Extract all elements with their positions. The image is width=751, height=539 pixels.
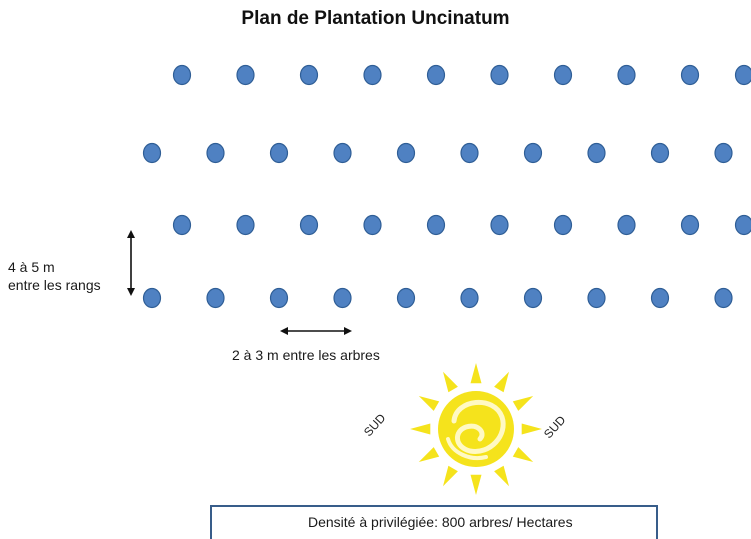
row-spacing-line1: 4 à 5 m (8, 259, 55, 275)
row-spacing-label: 4 à 5 m entre les rangs (8, 258, 101, 294)
sun-ray (512, 447, 534, 462)
tree-dot (650, 142, 670, 164)
tree-dot (617, 64, 636, 86)
sun-ray (410, 423, 431, 435)
tree-dot (142, 142, 162, 164)
row-spacing-line2: entre les rangs (8, 277, 101, 293)
sun-ray (494, 371, 509, 393)
tree-dot (460, 142, 479, 164)
tree-dot (333, 287, 352, 309)
tree-dot (523, 287, 543, 309)
row-spacing-arrow (127, 230, 135, 296)
tree-dot (363, 214, 382, 236)
tree-dot (172, 64, 192, 86)
sun-ray (443, 465, 458, 487)
tree-dot (650, 287, 670, 309)
tree-dot (206, 287, 225, 309)
tree-dot (734, 64, 751, 86)
tree-grid (142, 64, 751, 309)
tree-dot (680, 64, 700, 86)
tree-dot (426, 64, 446, 86)
tree-dot (236, 64, 255, 86)
tree-dot (269, 287, 289, 309)
sun-ray (521, 423, 542, 435)
tree-dot (523, 142, 543, 164)
tree-dot (587, 287, 606, 309)
sun-ray (470, 474, 482, 495)
tree-dot (587, 142, 606, 164)
tree-dot (426, 214, 446, 236)
sun-ray (494, 465, 509, 487)
tree-dot (206, 142, 225, 164)
sun-ray (512, 396, 534, 411)
tree-dot (269, 142, 289, 164)
tree-spacing-arrow (280, 327, 352, 335)
density-text: Densité à privilégiée: 800 arbres/ Hecta… (308, 514, 573, 530)
tree-dot (396, 287, 416, 309)
diagram-title: Plan de Plantation Uncinatum (241, 8, 510, 29)
tree-dot (714, 142, 733, 164)
sun-ray (418, 447, 440, 462)
sun-ray (418, 396, 440, 411)
density-box (210, 505, 658, 539)
tree-dot (553, 214, 573, 236)
tree-dot (617, 214, 636, 236)
tree-dot (142, 287, 162, 309)
tree-dot (172, 214, 192, 236)
tree-dot (396, 142, 416, 164)
sun-icon (410, 363, 542, 495)
tree-dot (299, 64, 319, 86)
tree-dot (363, 64, 382, 86)
sun-ray (470, 363, 482, 384)
tree-dot (490, 64, 509, 86)
tree-dot (553, 64, 573, 86)
tree-dot (490, 214, 509, 236)
tree-dot (299, 214, 319, 236)
sun-ray (443, 371, 458, 393)
tree-dot (734, 214, 751, 236)
tree-spacing-label: 2 à 3 m entre les arbres (232, 347, 380, 363)
tree-dot (236, 214, 255, 236)
tree-dot (460, 287, 479, 309)
tree-dot (680, 214, 700, 236)
tree-dot (714, 287, 733, 309)
tree-dot (333, 142, 352, 164)
